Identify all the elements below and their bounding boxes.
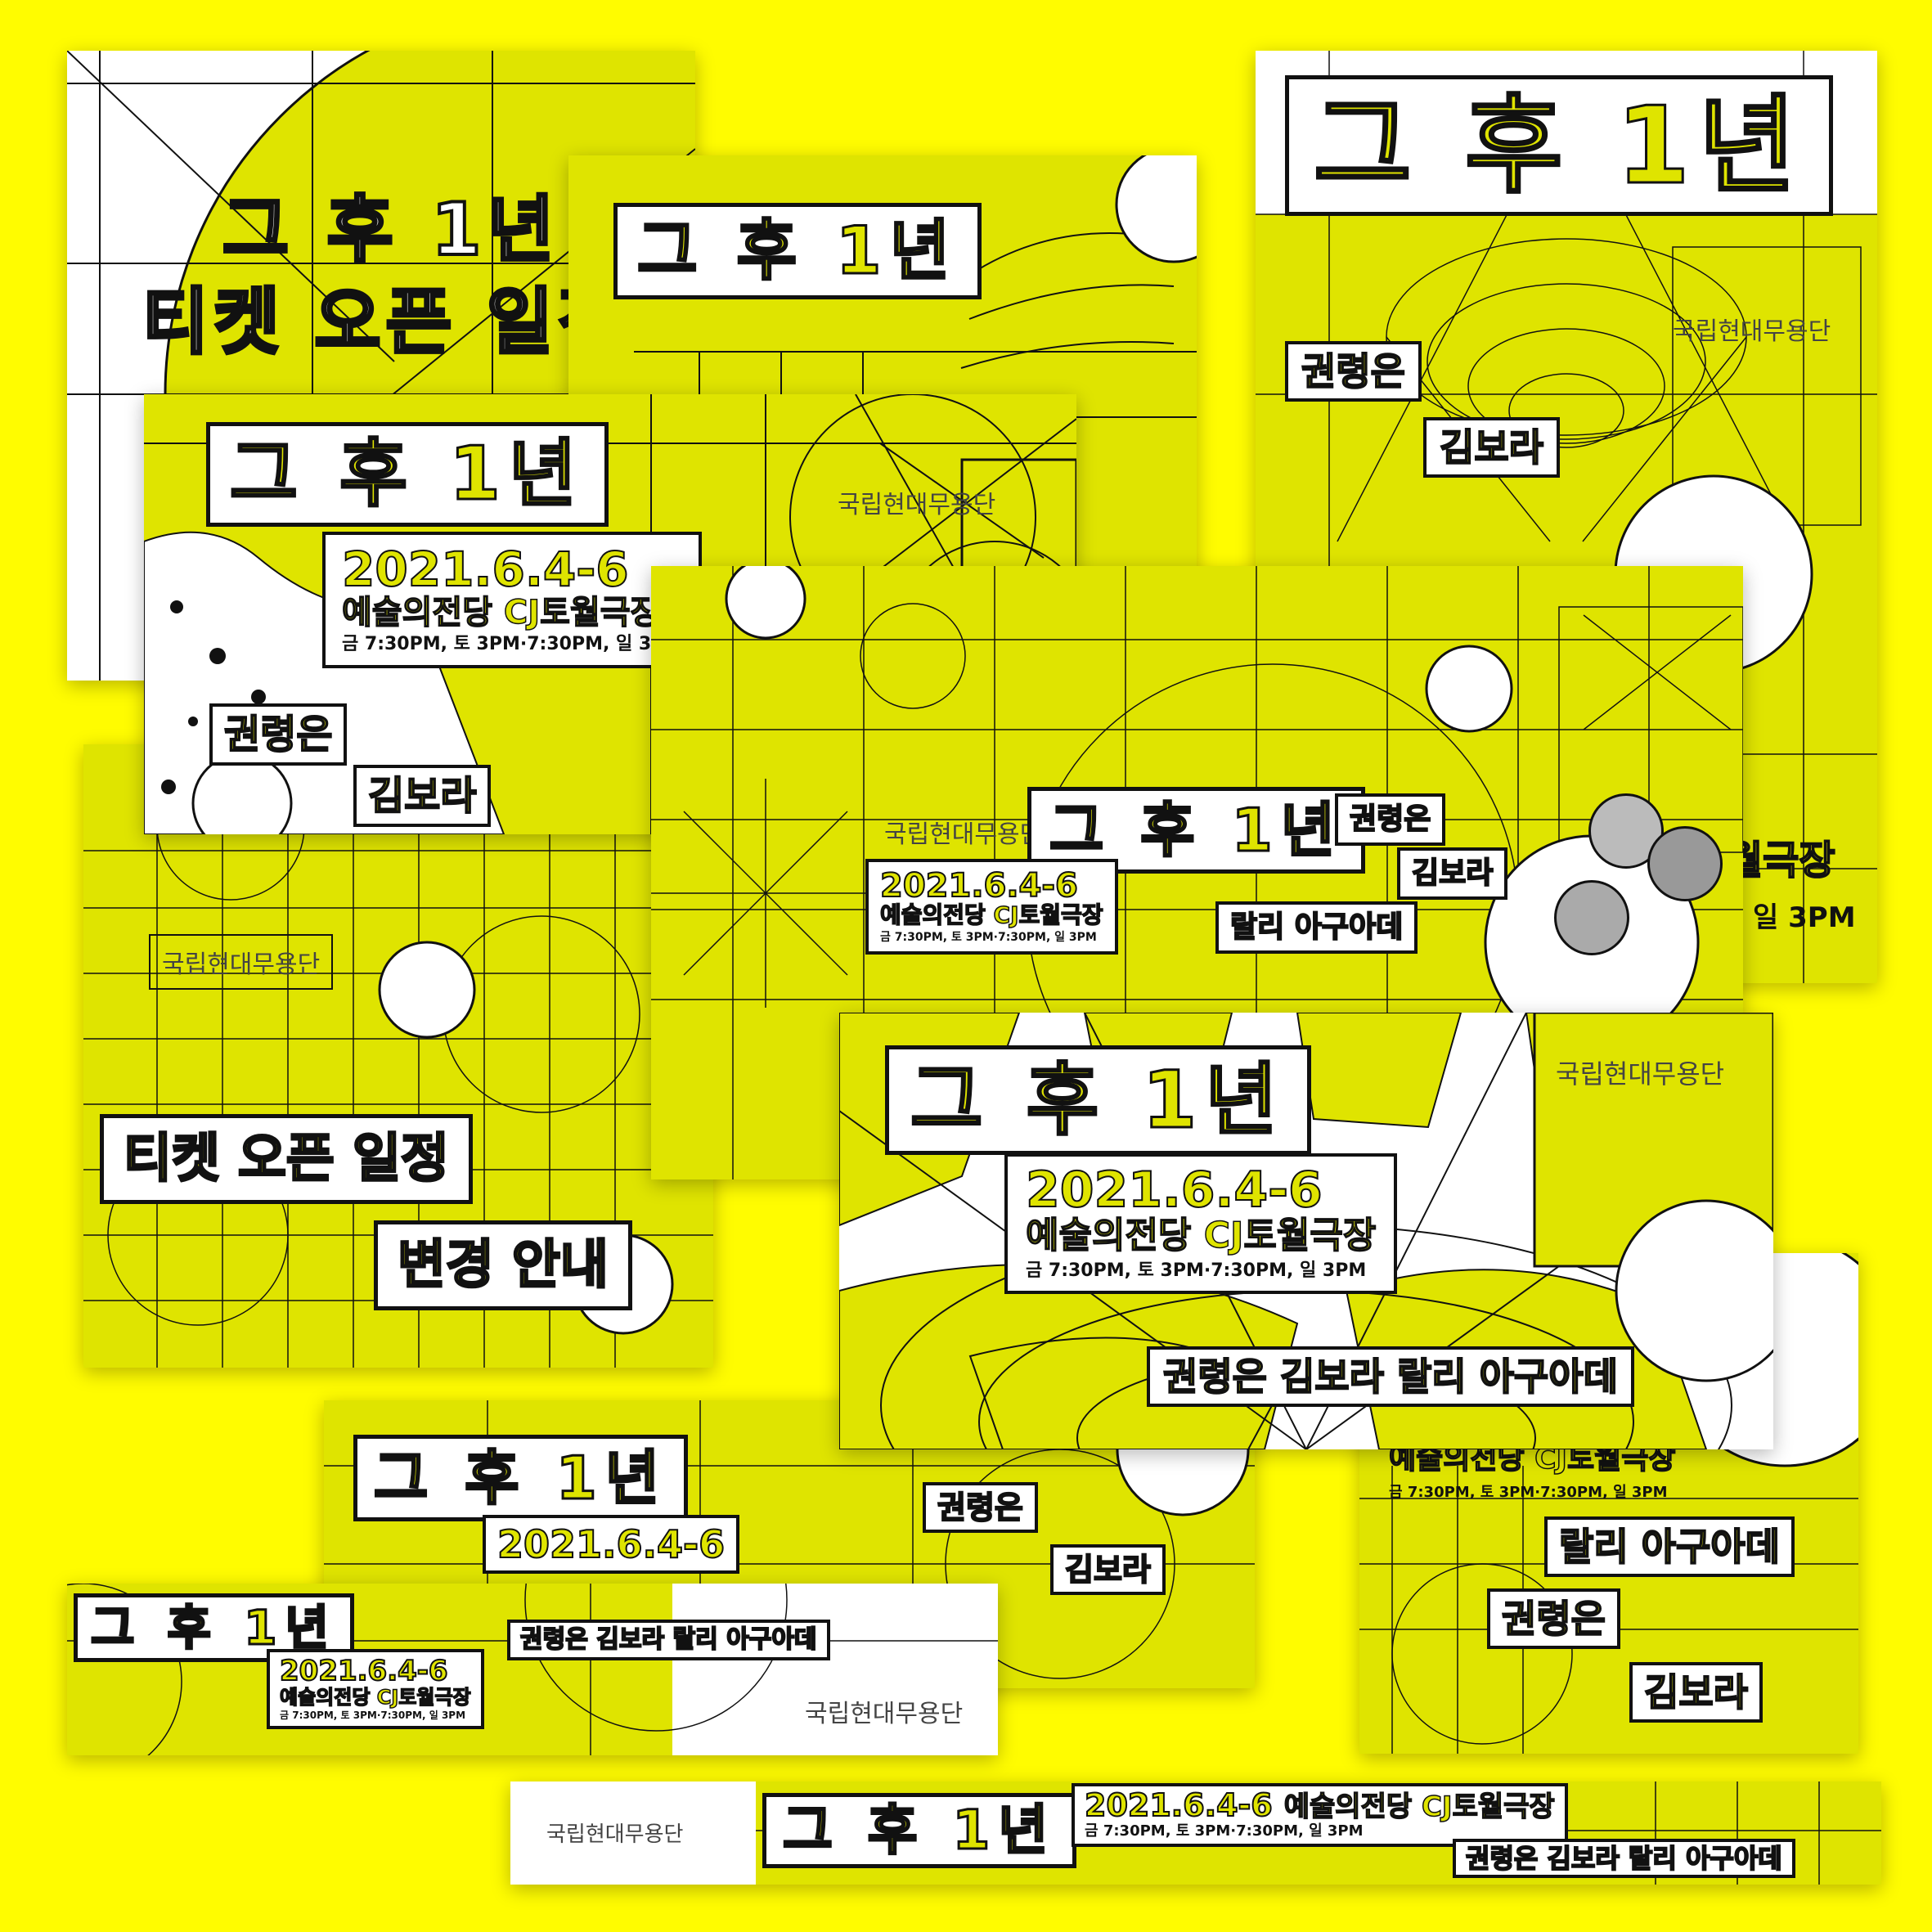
- ticket-notice-line2: 변경 안내: [374, 1220, 632, 1310]
- event-date: 2021.6.4-6: [279, 1655, 449, 1687]
- poster-title: 그 후 1년: [206, 422, 609, 527]
- org-logo: 국립현대무용단: [1673, 317, 1831, 346]
- event-venue: 예술의전당 CJ토월극장: [279, 1685, 471, 1709]
- poster-front-checker: 국립현대무용단 그 후 1년 2021.6.4-6 예술의전당 CJ토월극장 금…: [839, 1013, 1773, 1449]
- org-logo: 국립현대무용단: [1556, 1058, 1725, 1090]
- banner-grid-decoration: [67, 1584, 998, 1755]
- event-times: 금 7:30PM, 토 3PM·7:30PM, 일 3PM: [1085, 1822, 1364, 1840]
- cast-name-2: 김보라: [1629, 1662, 1763, 1723]
- event-venue: 예술의전당 CJ토월극장: [1283, 1790, 1555, 1823]
- cast-name-3: 랄리 아구아데: [1215, 901, 1418, 954]
- cast-name-2: 김보라: [353, 765, 492, 827]
- poster-title: 그 후 1년: [1027, 787, 1365, 874]
- banner-title: 그 후 1년: [353, 1435, 688, 1521]
- cast-portrait-2: [1647, 826, 1723, 901]
- event-info-box: 2021.6.4-6 예술의전당 CJ토월극장 금 7:30PM, 토 3PM·…: [1072, 1783, 1568, 1847]
- poster-title: 그 후 1년: [613, 203, 982, 299]
- cast-line: 권령은 김보라 랄리 아구아데: [1453, 1839, 1795, 1878]
- poster-texture-left: 그 후 1년 2021.6.4-6 예술의전당 CJ토월극장 금 7:30PM,…: [144, 394, 1076, 834]
- cast-portrait-3: [1554, 880, 1629, 955]
- poster-ticket-notice: 국립현대무용단 티켓 오픈 일정 변경 안내: [83, 744, 713, 1368]
- banner-low-left: 그 후 1년 2021.6.4-6 예술의전당 CJ토월극장 금 7:30PM,…: [67, 1584, 998, 1755]
- banner-grid-decoration: [510, 1781, 1881, 1885]
- poster-title: 그 후 1년: [1285, 75, 1833, 216]
- event-times: 금 7:30PM, 토 3PM·7:30PM, 일 3PM: [342, 633, 683, 654]
- org-logo: 국립현대무용단: [149, 934, 334, 990]
- event-venue: 예술의전당 CJ토월극장: [1025, 1215, 1377, 1256]
- cast-line: 권령은 김보라 랄리 아구아데: [1147, 1346, 1634, 1407]
- event-info-box: 2021.6.4-6: [483, 1515, 740, 1575]
- banner-title: 그 후 1년: [762, 1793, 1077, 1868]
- event-times: 금 7:30PM, 토 3PM·7:30PM, 일 3PM: [280, 1710, 466, 1722]
- event-date: 2021.6.4-6: [879, 867, 1079, 905]
- cast-name-2: 김보라: [1397, 847, 1508, 900]
- ticket-notice-line1: 티켓 오픈 일정: [100, 1114, 473, 1204]
- cast-name-1: 권령은: [1335, 793, 1446, 846]
- event-date: 2021.6.4-6: [496, 1522, 726, 1566]
- cast-name-2: 김보라: [1423, 417, 1560, 478]
- event-venue: 예술의전당 CJ토월극장: [879, 901, 1103, 928]
- ticket-heading: 티켓 오픈 일정: [141, 280, 630, 364]
- event-venue: 예술의전당 CJ토월극장: [341, 593, 661, 631]
- org-logo: 국립현대무용단: [884, 820, 1043, 849]
- event-info-box: 2021.6.4-6 예술의전당 CJ토월극장 금 7:30PM, 토 3PM·…: [322, 532, 703, 669]
- event-times: 금 7:30PM, 토 3PM·7:30PM, 일 3PM: [1389, 1484, 1668, 1501]
- poster-times-end: 일 3PM: [1753, 901, 1856, 934]
- event-times: 금 7:30PM, 토 3PM·7:30PM, 일 3PM: [880, 930, 1097, 944]
- poster-title: 그 후 1년: [885, 1045, 1311, 1155]
- event-info-box: 2021.6.4-6 예술의전당 CJ토월극장 금 7:30PM, 토 3PM·…: [1004, 1153, 1398, 1294]
- org-logo: 국립현대무용단: [805, 1700, 964, 1728]
- event-date: 2021.6.4-6: [341, 541, 630, 597]
- event-times: 금 7:30PM, 토 3PM·7:30PM, 일 3PM: [1026, 1260, 1367, 1282]
- org-logo: 국립현대무용단: [838, 491, 996, 519]
- cast-line: 권령은 김보라 랄리 아구아데: [507, 1620, 830, 1660]
- cast-name-1: 권령은: [1285, 341, 1422, 402]
- event-info-box: 2021.6.4-6 예술의전당 CJ토월극장 금 7:30PM, 토 3PM·…: [865, 859, 1118, 955]
- cast-name-1: 권령은: [209, 703, 348, 766]
- banner-strip-bottom: 국립현대무용단 그 후 1년 2021.6.4-6 예술의전당 CJ토월극장 금…: [510, 1781, 1881, 1885]
- cast-name-3: 랄리 아구아데: [1544, 1516, 1795, 1577]
- org-logo: 국립현대무용단: [546, 1822, 684, 1847]
- venue-suffix: 월극장: [1726, 838, 1835, 883]
- cast-name-1: 권령은: [1487, 1588, 1620, 1649]
- event-date: 2021.6.4-6: [1084, 1787, 1274, 1823]
- event-info-box: 2021.6.4-6 예술의전당 CJ토월극장 금 7:30PM, 토 3PM·…: [267, 1649, 484, 1730]
- ticket-title: 그 후 1년: [221, 187, 561, 272]
- cast-name-2: 김보라: [1050, 1544, 1166, 1595]
- cast-name-1: 권령은: [923, 1482, 1038, 1533]
- event-date: 2021.6.4-6: [1025, 1161, 1323, 1219]
